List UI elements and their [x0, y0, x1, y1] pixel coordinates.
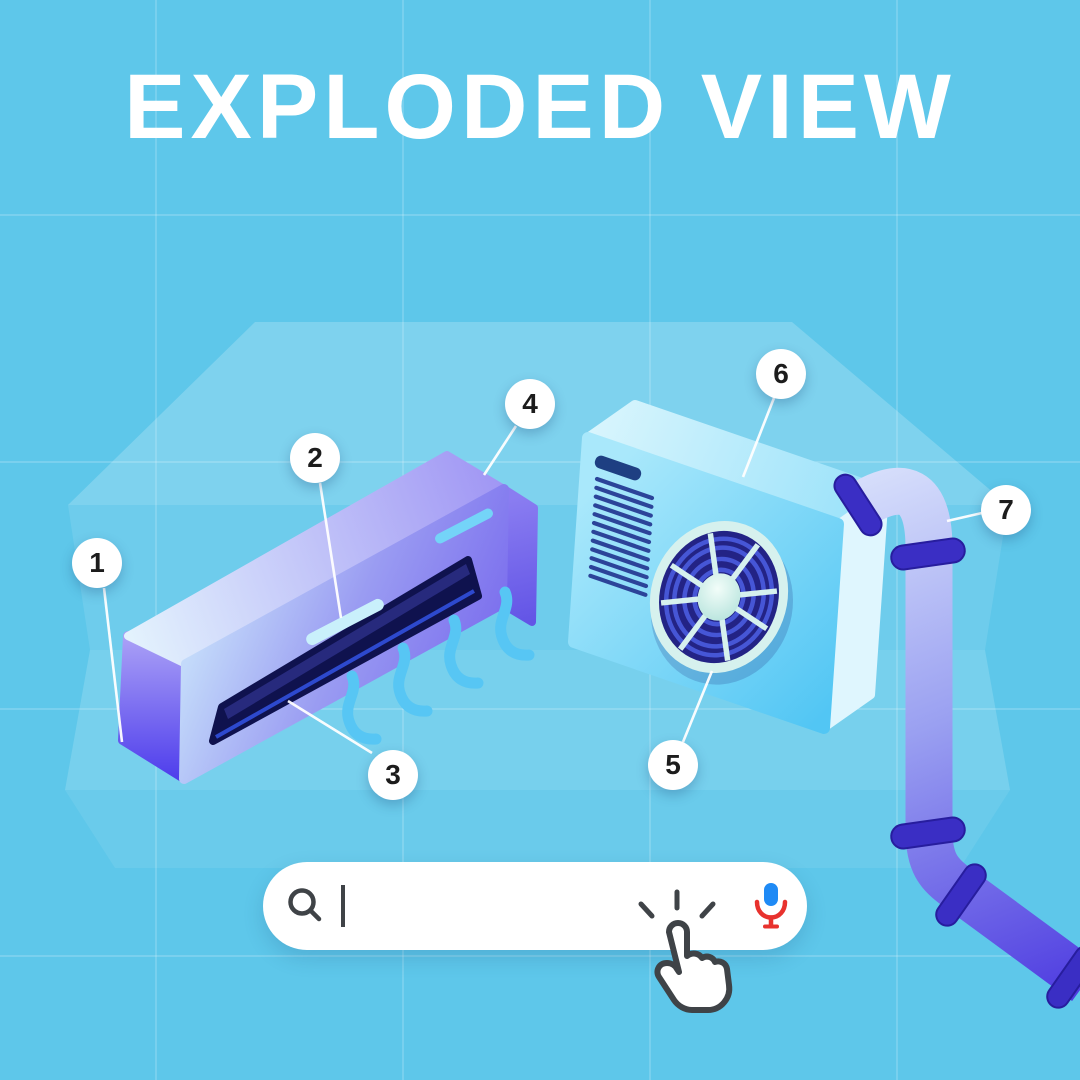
vent-lower-lip — [215, 589, 475, 739]
callout-7: 7 — [981, 485, 1031, 535]
callout-2: 2 — [290, 433, 340, 483]
callout-6: 6 — [756, 349, 806, 399]
display-strip — [306, 598, 384, 646]
pipe-joint-2 — [890, 537, 966, 571]
mic-button[interactable] — [749, 880, 793, 932]
microphone-icon — [754, 883, 788, 929]
callout-1-label: 1 — [89, 547, 105, 578]
leader-line-3 — [287, 699, 373, 755]
leader-line-4 — [482, 425, 518, 476]
callout-4-label: 4 — [522, 388, 538, 419]
airflow-arrows — [342, 586, 535, 745]
callout-1: 1 — [72, 538, 122, 588]
leader-lines — [102, 397, 983, 755]
pipe-joints — [833, 473, 1080, 1009]
callout-5: 5 — [648, 740, 698, 790]
vent-inner-edge — [224, 564, 470, 719]
callout-4: 4 — [505, 379, 555, 429]
fan-grille — [649, 520, 794, 685]
outdoor-unit-label-plate — [594, 455, 642, 481]
leader-line-5 — [681, 670, 714, 743]
callout-3-label: 3 — [385, 759, 401, 790]
pipe-joint-1 — [833, 473, 883, 537]
pipe-joint-3 — [890, 816, 966, 850]
leader-line-6 — [741, 397, 776, 478]
leader-line-7 — [946, 511, 983, 523]
text-caret — [341, 885, 345, 927]
callout-7-label: 7 — [998, 494, 1014, 525]
callout-2-label: 2 — [307, 442, 323, 473]
outdoor-unit — [568, 400, 890, 734]
callout-5-label: 5 — [665, 749, 681, 780]
page-title: EXPLODED VIEW — [124, 56, 956, 158]
pipe-joint-5 — [1046, 945, 1080, 1009]
outdoor-unit-louvre-slats — [588, 476, 655, 597]
indoor-unit — [118, 451, 538, 784]
search-input[interactable] — [345, 875, 749, 937]
indicator-strip — [435, 508, 493, 544]
callout-3: 3 — [368, 750, 418, 800]
callout-6-label: 6 — [773, 358, 789, 389]
search-bar[interactable] — [263, 862, 807, 950]
pipe-joint-4 — [935, 863, 987, 927]
search-icon — [288, 888, 322, 922]
leader-line-2 — [318, 482, 343, 619]
leader-line-1 — [102, 587, 124, 743]
fan-hub — [697, 573, 741, 621]
